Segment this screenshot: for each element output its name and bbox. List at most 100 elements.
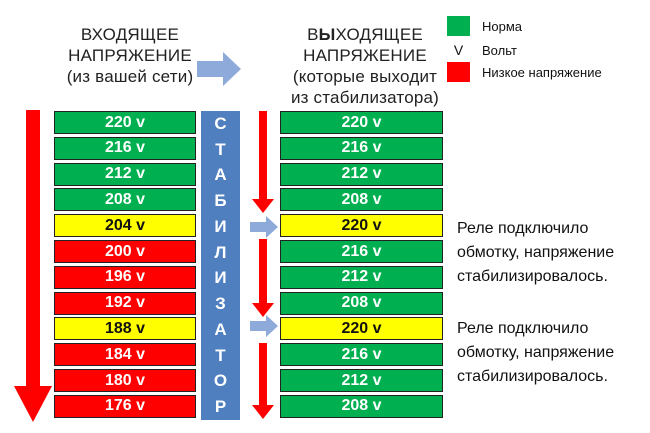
relay-arrow-1-shape bbox=[250, 216, 278, 238]
output-voltage-cell: 212 v bbox=[280, 162, 443, 186]
input-voltage-value: 192 v bbox=[104, 294, 146, 312]
legend-low-voltage-swatch bbox=[447, 62, 470, 82]
step-down-arrows-icon bbox=[252, 111, 274, 419]
stabilizer-letter: А bbox=[214, 319, 227, 339]
output-header-line1-bold: Ы bbox=[318, 25, 336, 44]
output-voltage-value: 212 v bbox=[341, 371, 382, 389]
output-voltage-value: 212 v bbox=[341, 165, 382, 183]
input-voltage-cell: 196 v bbox=[54, 265, 196, 289]
legend-volt: V Вольт bbox=[447, 42, 517, 58]
output-voltage-cell: 220 v bbox=[280, 111, 443, 134]
legend-normal-label: Норма bbox=[482, 18, 523, 34]
output-voltage-cell: 208 v bbox=[280, 394, 443, 418]
input-voltage-cell: 204 v bbox=[54, 214, 196, 238]
output-voltage-value: 208 v bbox=[341, 190, 382, 208]
legend-low-voltage: Низкое напряжение bbox=[447, 62, 602, 82]
output-header-line1-prefix: В bbox=[307, 25, 319, 44]
output-header-line4: из стабилизатора) bbox=[290, 88, 440, 107]
input-voltage-cell: 208 v bbox=[54, 188, 196, 212]
output-voltage-cell: 208 v bbox=[280, 188, 443, 212]
input-header-line3: (из вашей сети) bbox=[66, 67, 194, 86]
output-voltage-value: 212 v bbox=[341, 268, 382, 286]
stabilizer-letter: С bbox=[214, 113, 227, 133]
voltage-drop-arrow-head bbox=[14, 386, 52, 422]
output-voltage-value: 220 v bbox=[341, 113, 382, 131]
stabilizer-letter: И bbox=[214, 268, 227, 288]
relay-note-1-line1: Реле подключило bbox=[457, 220, 589, 237]
relay-note-2-line3: стабилизировалось. bbox=[457, 368, 608, 385]
relay-arrow-2-icon bbox=[250, 315, 278, 337]
output-voltage-cell: 220 v bbox=[280, 214, 443, 238]
legend-volt-symbol: V bbox=[453, 42, 464, 58]
stabilizer-letter: Б bbox=[214, 191, 227, 211]
input-voltage-value: 180 v bbox=[104, 371, 146, 389]
relay-arrow-1-icon bbox=[250, 216, 278, 238]
stabilizer-letter: Т bbox=[215, 345, 226, 365]
output-header-line3: (которые выходит bbox=[292, 67, 438, 86]
step-arrow-3-head bbox=[252, 405, 274, 419]
stabilizer-letter: А bbox=[214, 165, 227, 185]
relay-note-1-line2: обмотку, напряжение bbox=[457, 244, 615, 261]
voltage-drop-arrow-icon bbox=[14, 110, 52, 422]
output-voltage-value: 220 v bbox=[341, 216, 382, 234]
output-voltage-value: 216 v bbox=[341, 345, 382, 363]
relay-note-2-line1: Реле подключило bbox=[457, 320, 589, 337]
legend-low-voltage-label: Низкое напряжение bbox=[482, 64, 602, 80]
input-voltage-cell: 184 v bbox=[54, 343, 196, 367]
direction-arrow-shape bbox=[197, 52, 241, 86]
stabilizer-letter: З bbox=[215, 294, 226, 314]
output-voltage-cell: 212 v bbox=[280, 369, 443, 392]
relay-arrow-2-shape bbox=[250, 315, 278, 337]
direction-arrow-icon bbox=[197, 52, 241, 86]
output-voltage-value: 208 v bbox=[341, 294, 382, 312]
output-voltage-value: 208 v bbox=[341, 397, 382, 415]
output-voltage-cell: 220 v bbox=[280, 317, 443, 341]
step-arrow-1-head bbox=[252, 199, 274, 213]
stabilizer-letter: Р bbox=[214, 397, 227, 417]
output-voltage-header: ВЫХОДЯЩЕЕ НАПРЯЖЕНИЕ (которые выходит из… bbox=[280, 24, 450, 108]
input-voltage-value: 212 v bbox=[104, 165, 146, 183]
step-arrow-2-shaft bbox=[259, 239, 267, 303]
stabilizer-letter: И bbox=[214, 216, 227, 236]
input-voltage-value: 196 v bbox=[104, 268, 146, 286]
input-voltage-cell: 216 v bbox=[54, 136, 196, 160]
input-voltage-value: 208 v bbox=[104, 190, 146, 208]
input-voltage-cell: 192 v bbox=[54, 291, 196, 315]
legend-volt-label: Вольт bbox=[482, 42, 517, 58]
step-arrow-1-shaft bbox=[259, 111, 267, 199]
legend-normal-swatch bbox=[447, 16, 470, 36]
input-header-line2: НАПРЯЖЕНИЕ bbox=[68, 46, 192, 65]
input-voltage-cell: 212 v bbox=[54, 162, 196, 186]
output-voltage-cell: 208 v bbox=[280, 291, 443, 315]
input-voltage-cell: 188 v bbox=[54, 317, 196, 341]
input-voltage-value: 216 v bbox=[104, 139, 146, 157]
input-voltage-value: 204 v bbox=[104, 216, 146, 234]
input-voltage-value: 188 v bbox=[104, 319, 146, 337]
step-arrow-2-head bbox=[252, 303, 274, 317]
output-header-line1-rest: ХОДЯЩЕЕ bbox=[335, 25, 423, 44]
input-voltage-value: 184 v bbox=[104, 345, 146, 363]
relay-note-2: Реле подключило обмотку, напряжение стаб… bbox=[457, 317, 614, 389]
output-voltage-cell: 216 v bbox=[280, 136, 443, 160]
output-header-line2: НАПРЯЖЕНИЕ bbox=[303, 46, 427, 65]
input-voltage-cell: 180 v bbox=[54, 369, 196, 392]
input-header-line1: ВХОДЯЩЕЕ bbox=[80, 25, 180, 44]
input-voltage-value: 200 v bbox=[104, 242, 146, 260]
legend-normal: Норма bbox=[447, 16, 522, 36]
output-voltage-cell: 216 v bbox=[280, 240, 443, 263]
stabilizer-letter: О bbox=[213, 371, 228, 391]
output-voltage-cell: 212 v bbox=[280, 265, 443, 289]
output-voltage-value: 220 v bbox=[341, 319, 382, 337]
input-voltage-cell: 220 v bbox=[54, 111, 196, 134]
output-header-line1: ВЫХОДЯЩЕЕ bbox=[280, 24, 450, 45]
stabilizer-letter: Т bbox=[215, 139, 226, 159]
relay-note-1-line3: стабилизировалось. bbox=[457, 268, 608, 285]
input-voltage-cell: 176 v bbox=[54, 394, 196, 418]
output-voltage-value: 216 v bbox=[341, 242, 382, 260]
input-voltage-cell: 200 v bbox=[54, 240, 196, 263]
voltage-drop-arrow-shaft bbox=[26, 110, 40, 386]
input-voltage-column: 220 v 216 v 212 v 208 v 204 v 200 v 196 v 192 v… bbox=[54, 111, 196, 420]
input-voltage-value: 176 v bbox=[104, 397, 146, 415]
input-voltage-header: ВХОДЯЩЕЕ НАПРЯЖЕНИЕ (из вашей сети) bbox=[55, 24, 205, 87]
